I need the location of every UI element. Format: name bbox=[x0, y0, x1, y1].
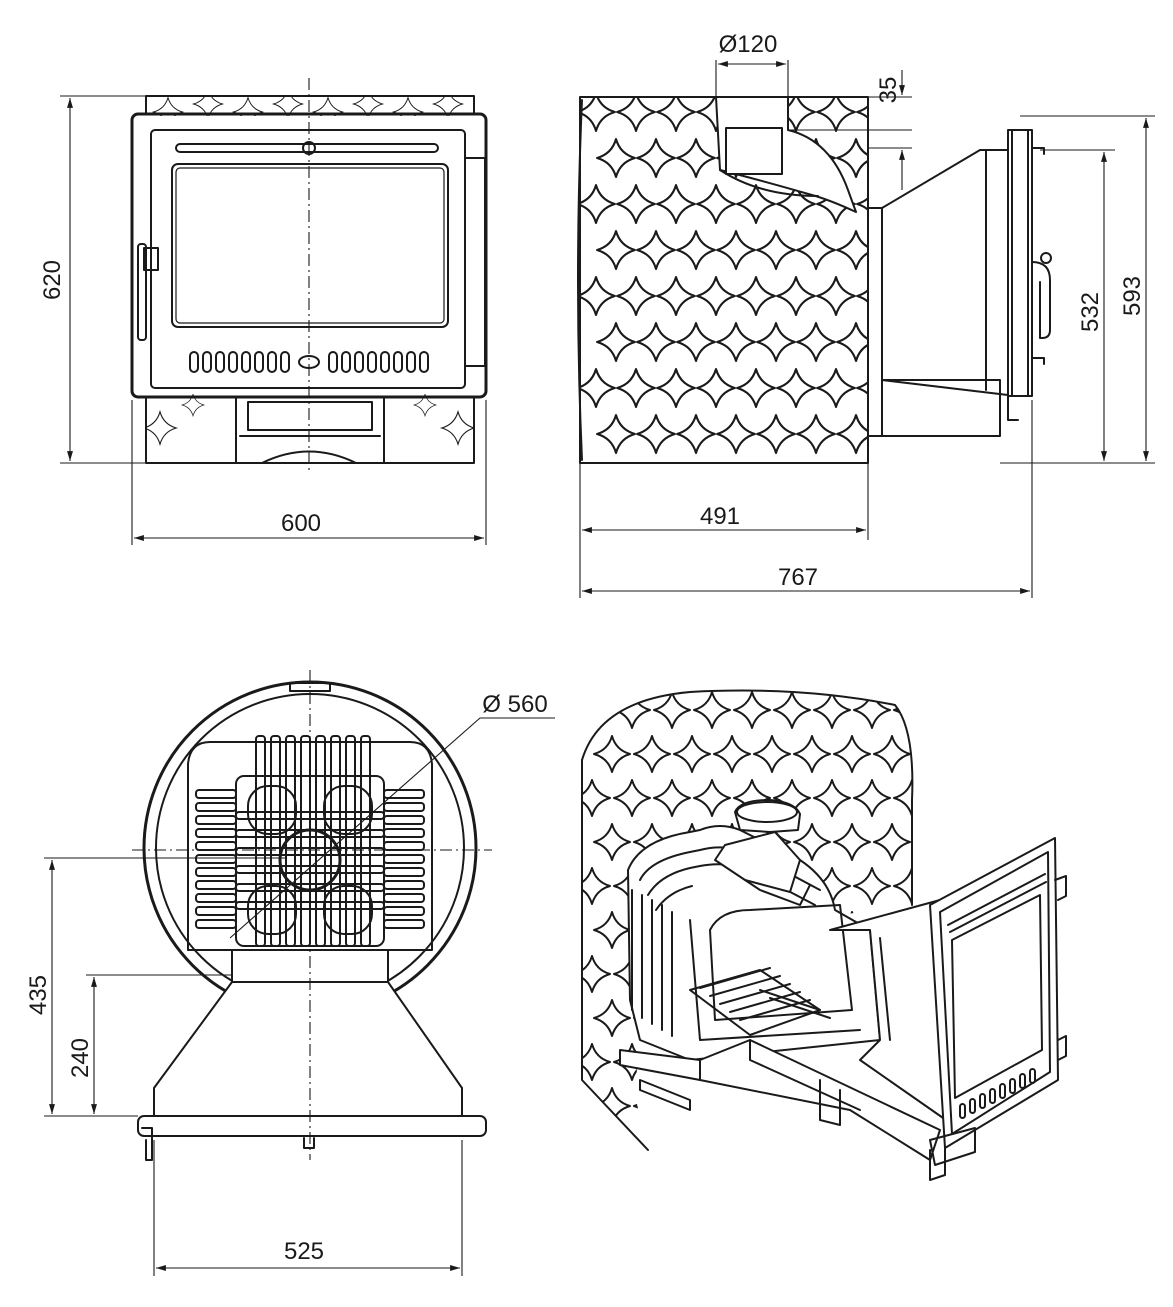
side-view: Ø120 35 532 593 491 767 bbox=[577, 31, 1155, 598]
dim-top-diameter: Ø 560 bbox=[229, 691, 555, 939]
grate-bar bbox=[360, 735, 371, 947]
dim-top-depth-a: 435 bbox=[25, 857, 286, 1117]
dim-top-depth-b: 240 bbox=[67, 974, 232, 1114]
dim-side-body-depth: 491 bbox=[579, 463, 869, 598]
dim-flue-offset-label: 35 bbox=[875, 77, 902, 104]
front-hinge bbox=[464, 157, 486, 367]
iso-firebox bbox=[627, 799, 881, 1061]
top-ring-tab bbox=[289, 682, 331, 692]
dim-side-total-depth: 767 bbox=[582, 400, 1033, 598]
iso-cutaway-view bbox=[581, 689, 1067, 1181]
top-pot-outline bbox=[187, 741, 433, 951]
fin bbox=[195, 841, 237, 851]
pattern-star bbox=[713, 1087, 751, 1125]
iso-shell-top bbox=[581, 689, 914, 906]
dim-side-body-depth-label: 491 bbox=[700, 503, 740, 530]
dim-top-width-label: 525 bbox=[284, 1238, 324, 1265]
side-flue-section bbox=[715, 96, 857, 213]
grate-bar bbox=[255, 735, 266, 947]
dim-top-depth-a-label: 435 bbox=[25, 975, 52, 1015]
fin bbox=[383, 867, 425, 877]
front-ash-box bbox=[235, 396, 385, 464]
fin bbox=[195, 828, 237, 838]
fin bbox=[195, 906, 237, 916]
fin bbox=[195, 893, 237, 903]
fin bbox=[195, 802, 237, 812]
dim-side-inner-height: 532 bbox=[1000, 149, 1115, 464]
dim-top-depth-b-label: 240 bbox=[67, 1038, 94, 1078]
front-top-damper bbox=[175, 141, 439, 155]
dim-side-total-height-label: 593 bbox=[1119, 276, 1146, 316]
dim-front-height-label: 620 bbox=[39, 260, 66, 300]
fin bbox=[383, 841, 425, 851]
front-glass bbox=[171, 163, 449, 328]
front-view: 620 600 bbox=[39, 78, 488, 545]
fin bbox=[383, 906, 425, 916]
fin bbox=[383, 919, 425, 929]
fin bbox=[383, 802, 425, 812]
grate-bar bbox=[270, 735, 281, 947]
top-view: Ø 560 435 240 525 bbox=[25, 670, 555, 1276]
iso-tunnel bbox=[619, 899, 947, 1161]
grate-bar bbox=[300, 735, 311, 947]
dim-flue-offset: 35 bbox=[788, 70, 912, 190]
dim-side-total-height: 593 bbox=[1020, 115, 1155, 464]
iso-shell-left bbox=[581, 759, 649, 1151]
fin bbox=[195, 880, 237, 890]
iso-door bbox=[929, 837, 1067, 1181]
fin bbox=[195, 867, 237, 877]
top-door-plate bbox=[137, 1115, 487, 1137]
dim-side-total-depth-label: 767 bbox=[778, 564, 818, 591]
fin bbox=[195, 854, 237, 864]
fin bbox=[195, 919, 237, 929]
fin bbox=[383, 828, 425, 838]
front-door-handle bbox=[137, 243, 159, 341]
pattern-star bbox=[914, 736, 950, 772]
iso-door-slots bbox=[959, 1068, 1036, 1119]
fin bbox=[195, 815, 237, 825]
grate-bar bbox=[315, 735, 326, 947]
fin bbox=[383, 880, 425, 890]
fin bbox=[383, 815, 425, 825]
side-firebox-tunnel bbox=[867, 149, 1009, 437]
fin bbox=[383, 893, 425, 903]
dim-flue-diameter: Ø120 bbox=[718, 31, 786, 67]
dim-flue-diameter-label: Ø120 bbox=[719, 31, 778, 58]
side-door bbox=[1007, 129, 1052, 421]
flue-extension-lines bbox=[715, 60, 789, 97]
pattern-star bbox=[877, 139, 915, 177]
front-door-inner bbox=[150, 129, 466, 389]
dim-front-width-label: 600 bbox=[281, 510, 321, 537]
dim-top-width: 525 bbox=[153, 1140, 463, 1276]
dim-front-height: 620 bbox=[39, 95, 146, 464]
iso-stone-pattern bbox=[582, 690, 950, 1150]
dim-top-diameter-label: Ø 560 bbox=[482, 691, 547, 718]
dim-side-inner-height-label: 532 bbox=[1077, 292, 1104, 332]
pattern-star bbox=[914, 824, 950, 860]
dim-front-width: 600 bbox=[131, 400, 487, 545]
fin bbox=[195, 789, 237, 799]
fin bbox=[383, 854, 425, 864]
grate-bar bbox=[345, 735, 356, 947]
